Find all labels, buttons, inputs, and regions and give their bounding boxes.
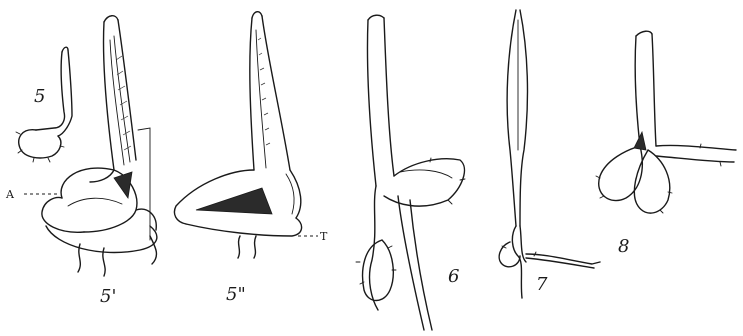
figure-label-7: 7	[536, 274, 548, 295]
figure-label-8: 8	[618, 236, 629, 257]
figure-label-5-prime: 5'	[100, 286, 116, 307]
annotation-label-t: T	[320, 230, 328, 243]
figure-5-prime-section	[42, 16, 157, 276]
figure-5-double-prime-section	[174, 12, 301, 258]
figure-label-6: 6	[448, 266, 459, 287]
figure-label-5: 5	[34, 86, 45, 107]
figure-8-seedling	[596, 31, 736, 213]
annotation-label-a: A	[5, 188, 15, 201]
figure-label-5-double-prime: 5"	[226, 284, 246, 305]
figure-7-seedling	[499, 10, 600, 298]
